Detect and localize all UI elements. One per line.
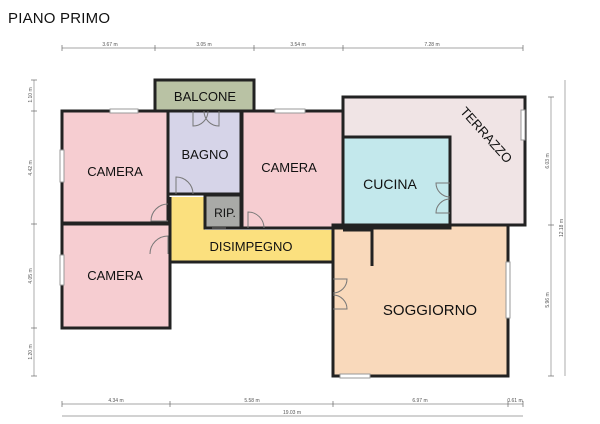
camera-top-center-label: CAMERA [261, 160, 317, 175]
balcone-area [155, 80, 254, 111]
bagno-area [168, 111, 241, 194]
dim-top-2: 3.05 m [196, 42, 211, 48]
dim-top-3: 3.54 m [290, 42, 305, 48]
dim-left-4: 1.20 m [28, 344, 34, 359]
dim-right-2: 5.96 m [545, 292, 551, 307]
window [109, 108, 139, 114]
camera-bottom-left-label: CAMERA [87, 268, 143, 283]
dim-left-3: 4.05 m [28, 268, 34, 283]
dim-top-4: 7.28 m [424, 42, 439, 48]
dim-bottom-1: 4.34 m [108, 398, 123, 404]
door-swing [435, 198, 451, 214]
camera-top-center-area [242, 111, 343, 228]
disimpegno-label: DISIMPEGNO [209, 239, 292, 254]
door-swing [247, 211, 265, 229]
dim-left-1: 1.10 m [28, 87, 34, 102]
door-swing [203, 110, 220, 127]
cucina-label: CUCINA [363, 176, 417, 192]
dimension-lines [33, 47, 566, 417]
camera-bottom-left-area [62, 224, 170, 328]
door-swing [192, 110, 209, 127]
disimpegno-right-wall [343, 228, 374, 266]
dimension-ticks [31, 45, 554, 407]
bagno-label: BAGNO [182, 147, 229, 162]
dim-bottom-3: 6.97 m [412, 398, 427, 404]
doors [149, 110, 451, 310]
door-swing [175, 176, 194, 195]
window [274, 108, 306, 114]
balcone-label: BALCONE [174, 89, 236, 104]
room-fills [62, 80, 525, 376]
door-swing [332, 278, 348, 294]
soggiorno-area [333, 225, 508, 376]
door-swing [149, 235, 169, 255]
dim-bottom-2: 5.58 m [244, 398, 259, 404]
dim-top-1: 3.67 m [102, 42, 117, 48]
window [59, 149, 65, 183]
window [520, 109, 526, 141]
door-swing [435, 182, 451, 198]
window [339, 373, 371, 379]
floor-title: PIANO PRIMO [8, 10, 111, 27]
camera-top-left-label: CAMERA [87, 164, 143, 179]
camera-top-left-area [62, 111, 168, 223]
windows [59, 108, 526, 379]
rip-label: RIP. [214, 206, 236, 220]
dim-right-1: 6.03 m [545, 153, 551, 168]
window [59, 254, 65, 286]
dim-right-3: 12.18 m [559, 219, 565, 237]
cucina-area [343, 137, 450, 228]
dimension-labels: 3.67 m 3.05 m 3.54 m 7.28 m 4.34 m 5.58 … [28, 42, 565, 416]
dim-left-2: 4.42 m [28, 160, 34, 175]
disimpegno-area [170, 197, 372, 266]
dim-bottom-4: 0.61 m [507, 398, 522, 404]
door-swing [332, 294, 348, 310]
disimpegno-wall [168, 197, 333, 264]
window [505, 261, 511, 319]
rip-area [205, 195, 241, 228]
soggiorno-label: SOGGIORNO [383, 302, 477, 319]
dim-total: 19.03 m [283, 410, 301, 416]
door-swing [150, 203, 169, 222]
